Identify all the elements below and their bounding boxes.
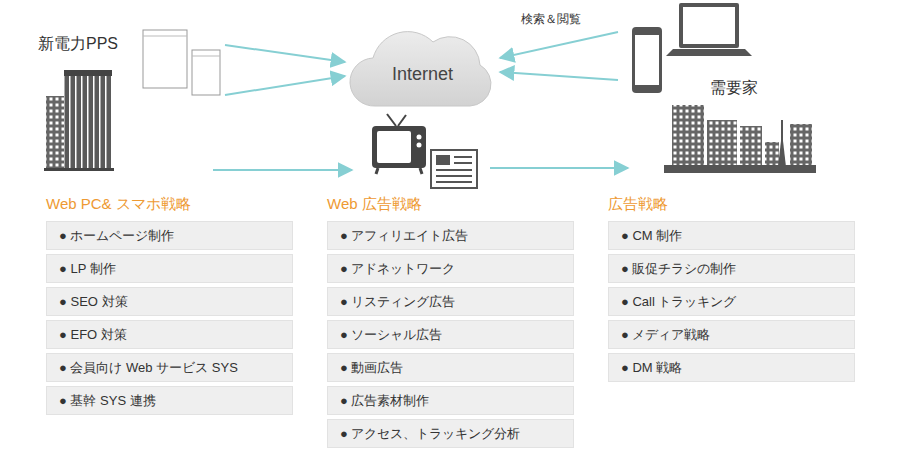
smartphone-icon — [632, 27, 662, 93]
item-text: ● アクセス、トラッキング分析 — [328, 420, 573, 447]
column-heading: 広告戦略 — [608, 195, 668, 214]
strategy-item: ● 会員向け Web サービス SYS — [46, 353, 293, 382]
item-text: ● ソーシャル広告 — [328, 321, 573, 348]
flow-arrow — [500, 32, 618, 58]
strategy-item: ● SEO 対策 — [46, 287, 293, 316]
column-heading: Web PC& スマホ戦略 — [46, 195, 191, 214]
company-group: 新電力PPS — [30, 28, 225, 175]
node-label: 新電力PPS — [38, 34, 118, 55]
strategy-item: ● 動画広告 — [327, 353, 574, 382]
city-buildings — [664, 105, 816, 173]
strategy-item: ● 広告素材制作 — [327, 386, 574, 415]
node-label: Internet — [345, 64, 500, 85]
internet-cloud: Internet — [345, 20, 500, 110]
item-text: ● DM 戦略 — [609, 354, 854, 381]
strategy-item: ● 基幹 SYS 連携 — [46, 386, 293, 415]
strategy-item: ● CM 制作 — [608, 221, 855, 250]
item-text: ● メディア戦略 — [609, 321, 854, 348]
item-text: ● アドネットワーク — [328, 255, 573, 282]
item-text: ● 会員向け Web サービス SYS — [47, 354, 292, 381]
strategy-item: ● アドネットワーク — [327, 254, 574, 283]
web-page-icon — [143, 30, 220, 95]
item-text: ● アフィリエイト広告 — [328, 222, 573, 249]
item-text: ● 基幹 SYS 連携 — [47, 387, 292, 414]
item-text: ● 広告素材制作 — [328, 387, 573, 414]
strategy-item: ● ソーシャル広告 — [327, 320, 574, 349]
flow-arrow — [500, 72, 618, 80]
item-text: ● 販促チラシの制作 — [609, 255, 854, 282]
node-label: 需要家 — [710, 78, 758, 99]
strategy-item: ● DM 戦略 — [608, 353, 855, 382]
flow-arrow — [213, 169, 352, 171]
item-text: ● LP 制作 — [47, 255, 292, 282]
strategy-item: ● リスティング広告 — [327, 287, 574, 316]
item-text: ● CM 制作 — [609, 222, 854, 249]
flow-arrow — [225, 45, 345, 62]
item-text: ● リスティング広告 — [328, 288, 573, 315]
strategy-item: ● EFO 対策 — [46, 320, 293, 349]
node-label: 検索＆閲覧 — [521, 11, 581, 28]
flow-arrow — [225, 76, 345, 95]
flow-arrow — [490, 167, 628, 169]
laptop-icon — [666, 3, 752, 56]
strategy-item: ● LP 制作 — [46, 254, 293, 283]
office-building — [44, 70, 114, 171]
strategy-item: ● メディア戦略 — [608, 320, 855, 349]
column-heading: Web 広告戦略 — [327, 195, 422, 214]
item-text: ● SEO 対策 — [47, 288, 292, 315]
strategy-item: ● Call トラッキング — [608, 287, 855, 316]
tv-icon — [372, 114, 426, 174]
strategy-item: ● 販促チラシの制作 — [608, 254, 855, 283]
item-text: ● EFO 対策 — [47, 321, 292, 348]
item-text: ● ホームページ制作 — [47, 222, 292, 249]
item-text: ● 動画広告 — [328, 354, 573, 381]
newspaper-icon — [431, 150, 477, 188]
customer-group: 需要家 — [668, 78, 813, 173]
strategy-item: ● ホームページ制作 — [46, 221, 293, 250]
strategy-item: ● アクセス、トラッキング分析 — [327, 419, 574, 448]
item-text: ● Call トラッキング — [609, 288, 854, 315]
strategy-item: ● アフィリエイト広告 — [327, 221, 574, 250]
